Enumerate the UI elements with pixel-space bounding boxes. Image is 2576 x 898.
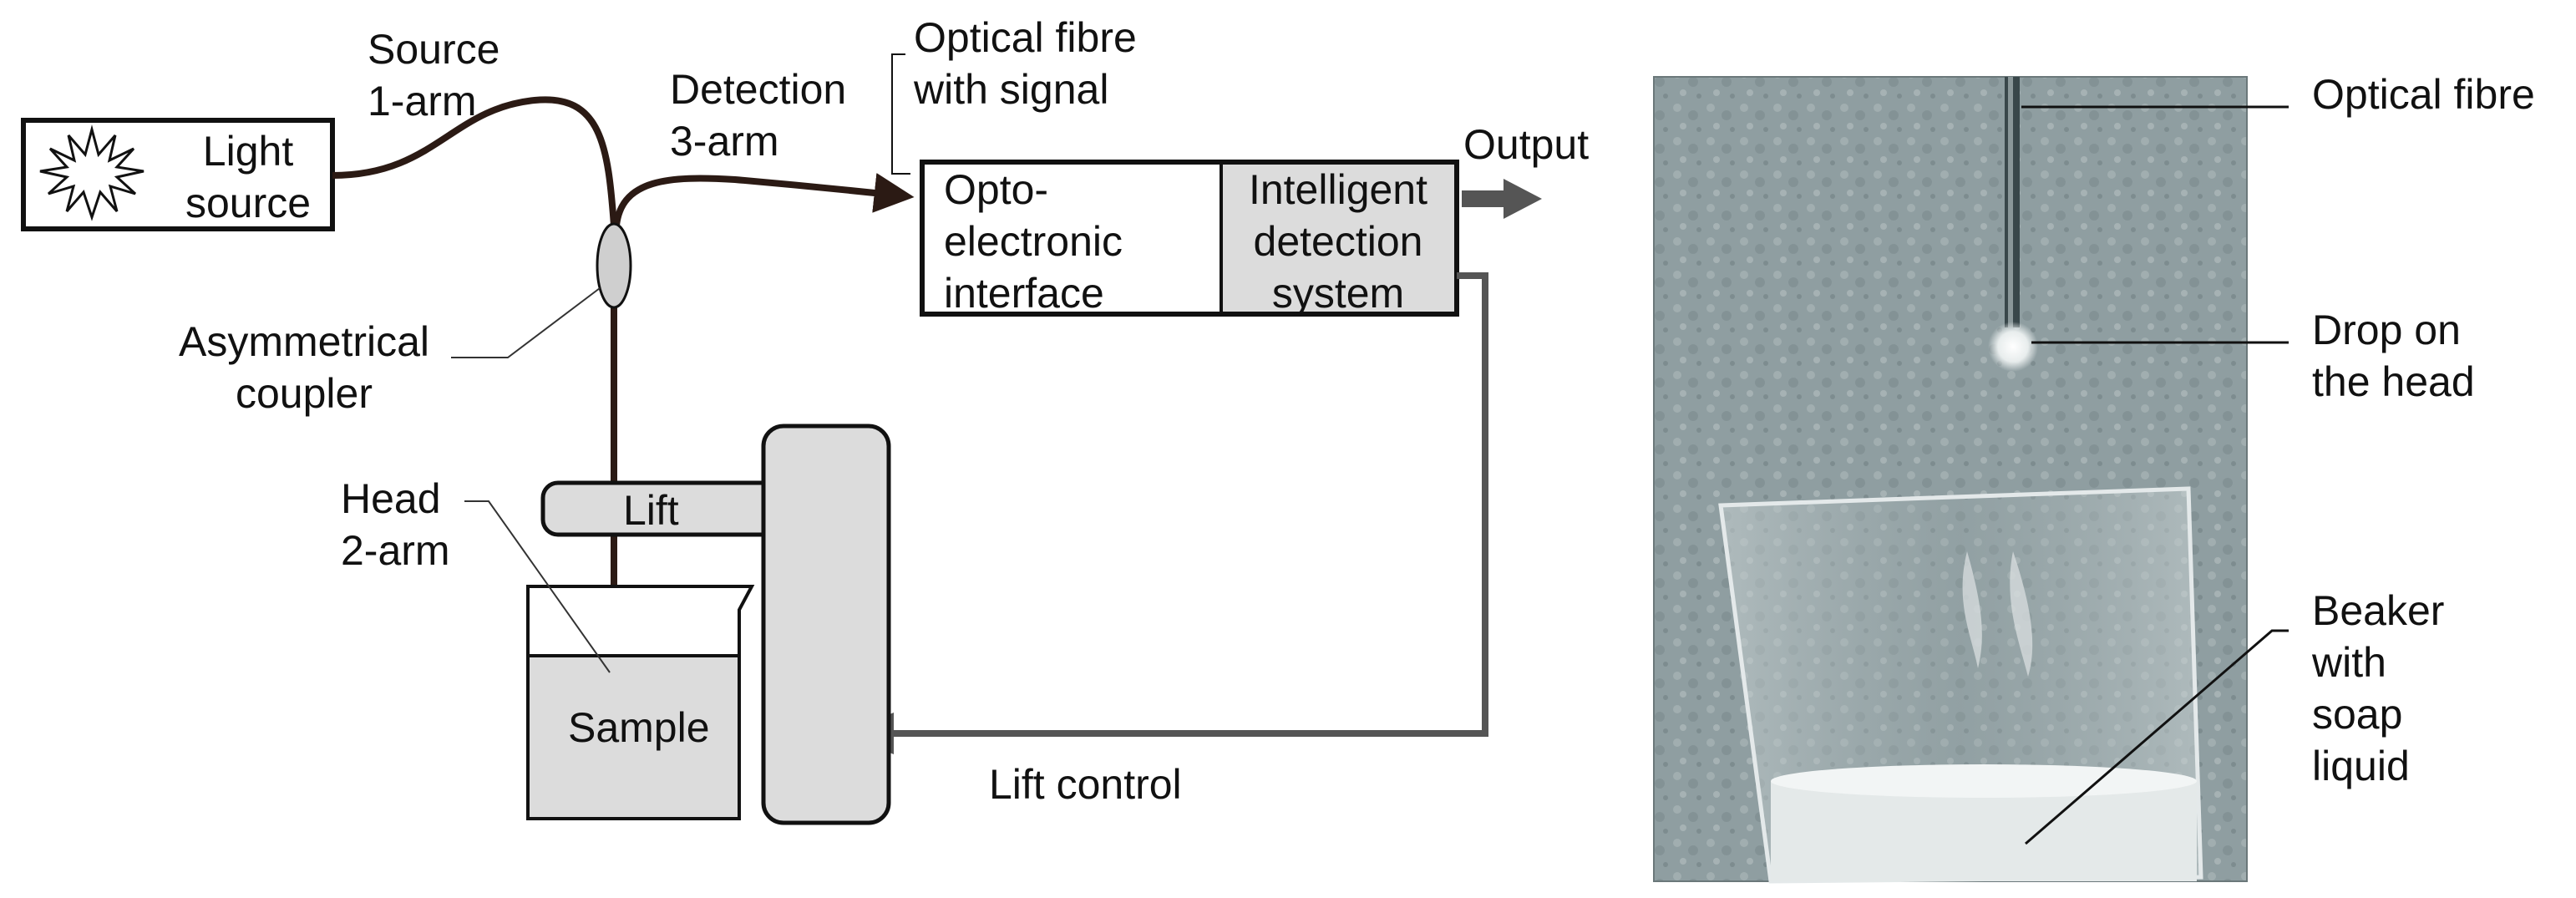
output-label: Output <box>1463 121 1590 168</box>
detection-arm-label: Detection 3-arm <box>670 66 847 165</box>
asymmetrical-coupler <box>596 222 632 309</box>
sample-label: Sample <box>568 704 710 751</box>
coupler-leader <box>451 287 601 358</box>
photograph <box>1653 76 2248 884</box>
intelligent-system-fill <box>1221 165 1454 312</box>
lift-column <box>761 424 891 825</box>
head-leader <box>464 500 611 673</box>
sample-liquid <box>530 656 738 817</box>
optical-fibre-signal-label: Optical fibre with signal <box>914 14 1137 113</box>
photo-drop <box>1988 322 2038 372</box>
light-star-icon <box>39 124 145 221</box>
light-source-label: Light source <box>185 128 312 226</box>
lift-control-line <box>894 272 1488 737</box>
beaker-leader <box>2025 629 2289 845</box>
opto-interface-label: Opto- electronic interface <box>944 166 1123 317</box>
photo-drop-label: Drop on the head <box>2312 307 2475 405</box>
output-arrow <box>1462 179 1542 219</box>
photo-optical-fibre-label: Optical fibre <box>2312 71 2535 118</box>
intelligent-system-label: Intelligent detection system <box>1248 166 1428 317</box>
lift-label: Lift <box>623 487 679 534</box>
source-arm-label: Source 1-arm <box>368 26 500 124</box>
detection-fibre <box>613 173 915 226</box>
head-arm-label: Head 2-arm <box>341 475 450 574</box>
signal-leader <box>891 53 910 175</box>
lift-control-label: Lift control <box>989 761 1182 808</box>
photo-beaker-label: Beaker with soap liquid <box>2312 587 2445 789</box>
source-fibre <box>332 96 617 226</box>
asymmetrical-coupler-label: Asymmetrical coupler <box>178 318 430 417</box>
